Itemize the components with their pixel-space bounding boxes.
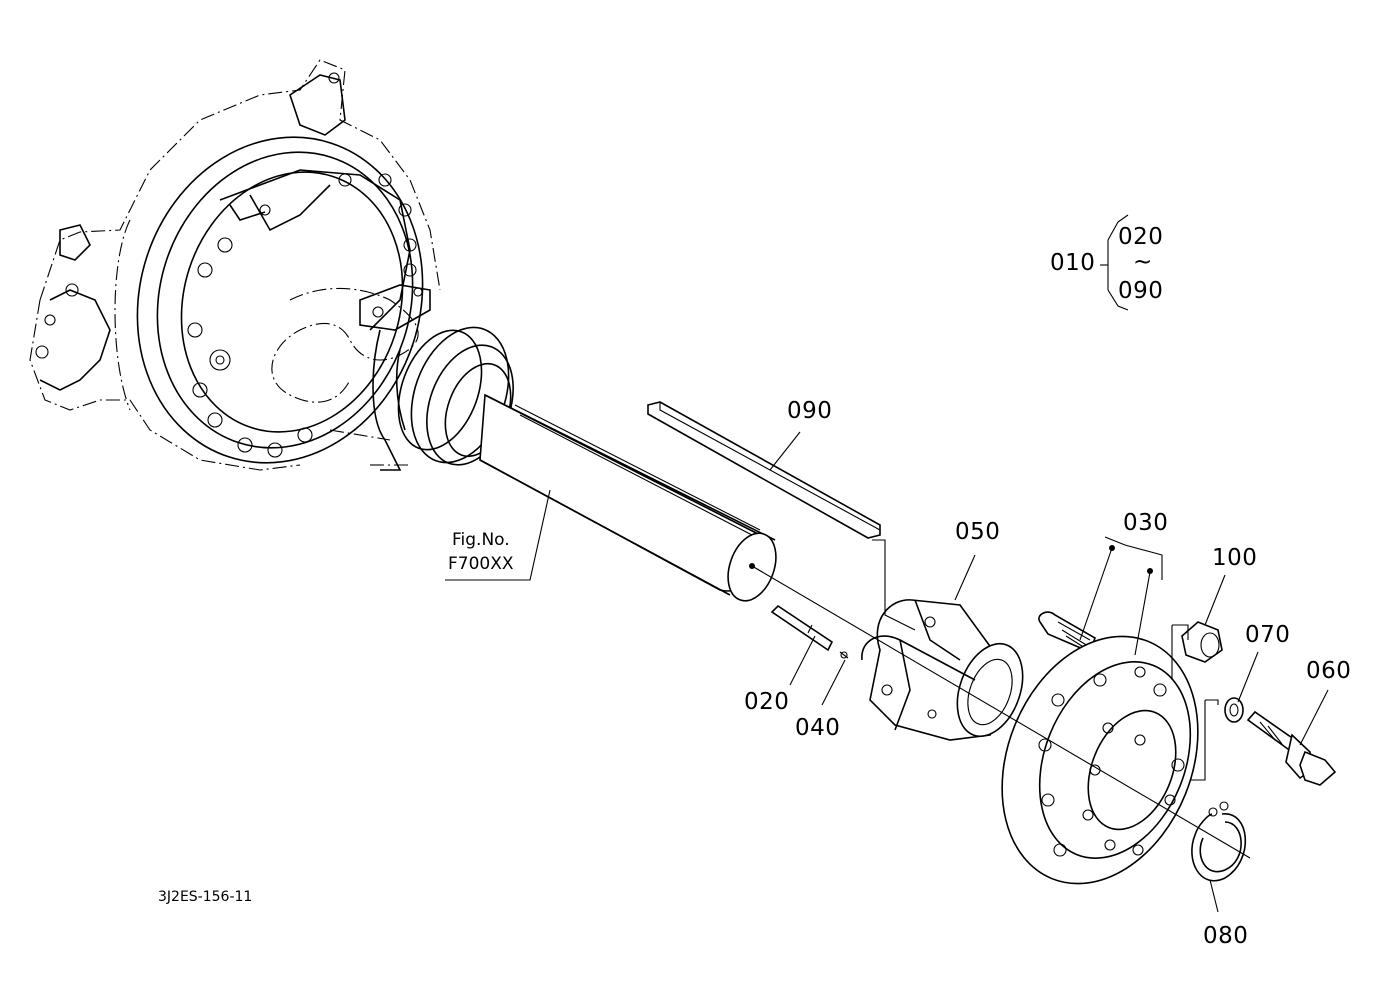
callout-090[interactable]: 090 xyxy=(787,398,833,424)
assembly-range-start: 020 xyxy=(1118,224,1164,250)
callout-020[interactable]: 020 xyxy=(744,689,790,715)
leader-lines xyxy=(445,214,1329,913)
callout-030[interactable]: 030 xyxy=(1123,510,1169,536)
callout-040[interactable]: 040 xyxy=(795,715,841,741)
transmission-housing xyxy=(29,59,441,471)
callout-100[interactable]: 100 xyxy=(1212,545,1258,571)
figure-ref-line1: Fig.No. xyxy=(452,530,510,550)
pin-part xyxy=(770,604,849,659)
hub-part xyxy=(861,599,1024,741)
assembly-main-label: 010 xyxy=(1050,250,1096,276)
assembly-range-end: 090 xyxy=(1118,278,1164,304)
callout-080[interactable]: 080 xyxy=(1203,923,1249,949)
axle-shaft xyxy=(479,393,777,602)
snap-ring-part xyxy=(1191,801,1247,882)
wheel-flange xyxy=(1001,635,1199,885)
bolt-part xyxy=(1246,710,1337,786)
callout-060[interactable]: 060 xyxy=(1306,658,1352,684)
key-part xyxy=(647,401,881,539)
washer-part xyxy=(1224,697,1244,723)
assembly-range-tilde: ~ xyxy=(1133,249,1153,275)
nut-part xyxy=(1181,621,1223,663)
figure-ref-line2[interactable]: F700XX xyxy=(448,554,514,574)
drawing-number: 3J2ES-156-11 xyxy=(158,889,253,905)
callout-070[interactable]: 070 xyxy=(1245,622,1291,648)
callout-050[interactable]: 050 xyxy=(955,519,1001,545)
